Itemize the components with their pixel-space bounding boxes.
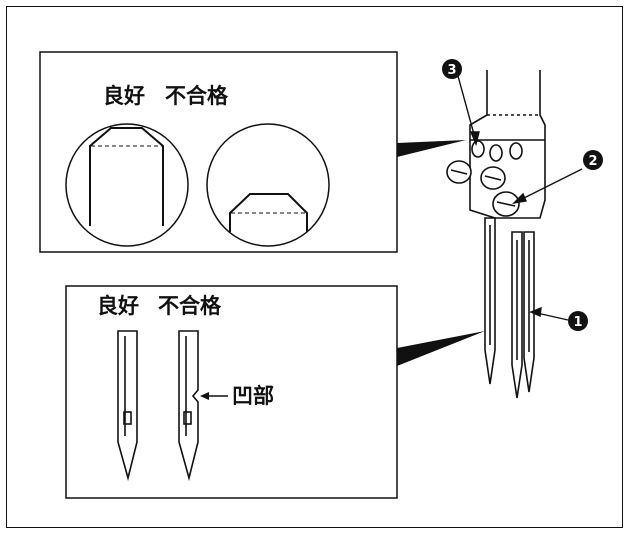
callout-leaders bbox=[457, 75, 583, 321]
top-good-label: 良好 bbox=[103, 84, 145, 108]
bottom-good-label: 良好 bbox=[97, 294, 139, 318]
bottom-bad-label: 不合格 bbox=[158, 294, 221, 318]
bottom-pointer-wedge bbox=[397, 331, 485, 366]
top-pointer-wedge bbox=[397, 140, 466, 157]
notch-label: 凹部 bbox=[232, 384, 274, 408]
callout-3: 3 bbox=[442, 59, 462, 79]
callout-1-number: 1 bbox=[573, 315, 582, 330]
notch-arrow bbox=[200, 392, 228, 400]
needle-bar-assembly bbox=[446, 70, 546, 219]
bad-needle bbox=[178, 330, 199, 482]
callout-2-number: 2 bbox=[588, 154, 597, 169]
callout-1: 1 bbox=[568, 311, 588, 331]
bad-tip-magnified bbox=[206, 123, 330, 247]
machine-needles bbox=[484, 217, 535, 399]
good-tip-magnified bbox=[65, 123, 189, 247]
top-bad-label: 不合格 bbox=[165, 84, 228, 108]
good-needle bbox=[117, 330, 138, 482]
callout-2: 2 bbox=[583, 150, 603, 170]
bottom-inset-panel bbox=[65, 285, 398, 499]
callout-3-number: 3 bbox=[447, 63, 456, 78]
